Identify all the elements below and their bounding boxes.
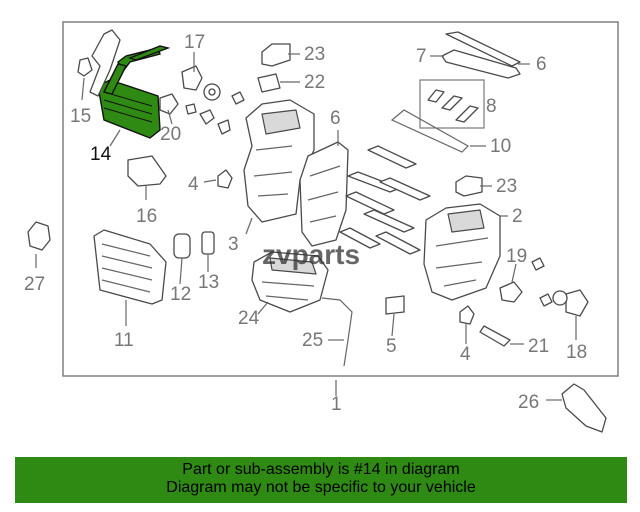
lower-case-part xyxy=(251,251,329,313)
connector-part xyxy=(257,73,281,93)
callout-21: 21 xyxy=(528,336,549,357)
heater-core-part[interactable] xyxy=(97,45,171,139)
callout-11: 11 xyxy=(114,330,134,351)
callout-7: 6 xyxy=(536,54,547,75)
clip-part xyxy=(27,221,51,251)
door-strips xyxy=(339,145,431,255)
callout-4-b: 4 xyxy=(460,344,471,365)
filter-parts xyxy=(427,89,479,123)
callout-8: 7 xyxy=(416,46,427,67)
callout-15: 15 xyxy=(70,106,91,127)
callout-5: 5 xyxy=(386,336,397,357)
callout-23-b: 23 xyxy=(496,176,517,197)
rod-part xyxy=(390,109,469,153)
rail-part xyxy=(441,49,521,79)
filter-box xyxy=(419,79,485,129)
watermark-text: zvparts xyxy=(262,239,360,270)
banner-line-1: Part or sub-assembly is #14 in diagram xyxy=(182,461,460,478)
info-banner: Part or sub-assembly is #14 in diagram D… xyxy=(15,457,627,503)
left-housing-part xyxy=(243,99,315,223)
right-housing-part xyxy=(423,203,501,301)
gasket-part xyxy=(459,305,475,325)
callout-22: 22 xyxy=(304,72,325,93)
watermark: zvparts xyxy=(262,239,360,270)
seal-part xyxy=(173,233,191,259)
leader-lines xyxy=(35,52,577,401)
callout-9: 8 xyxy=(486,96,497,117)
bracket-part xyxy=(455,175,483,197)
actuator-parts xyxy=(159,65,245,135)
center-case-part xyxy=(299,141,349,247)
callout-25: 25 xyxy=(302,330,323,351)
callout-18: 17 xyxy=(184,32,205,53)
callout-4: 4 xyxy=(188,174,199,195)
callout-13: 13 xyxy=(198,272,219,293)
callout-2: 2 xyxy=(512,206,523,227)
callout-16: 16 xyxy=(136,206,157,227)
callout-26: 26 xyxy=(518,392,539,413)
bracket-part xyxy=(77,29,121,97)
banner-line-2: Diagram may not be specific to your vehi… xyxy=(166,479,476,496)
filter-part xyxy=(385,295,405,315)
actuator-parts xyxy=(479,257,589,347)
gasket-part xyxy=(217,169,233,189)
callout-12: 12 xyxy=(170,284,191,305)
bracket-part xyxy=(261,43,291,67)
rail-part xyxy=(445,31,521,67)
callout-14[interactable]: 14 xyxy=(90,144,112,165)
callout-19: 19 xyxy=(506,246,527,267)
callout-17: 18 xyxy=(566,342,587,363)
hose-part xyxy=(321,297,353,367)
callout-3: 3 xyxy=(228,234,239,255)
callout-6: 6 xyxy=(330,108,341,129)
diagram-frame xyxy=(62,21,619,377)
evaporator-part xyxy=(93,229,167,305)
seal-part xyxy=(201,231,215,255)
callout-23: 23 xyxy=(304,44,325,65)
callout-labels: 17 23 22 7 6 8 15 20 6 10 4 23 16 2 3 19… xyxy=(24,32,587,415)
callout-1: 1 xyxy=(331,394,342,415)
duct-part xyxy=(561,383,607,433)
filter-plate-part xyxy=(127,155,167,187)
callout-10: 10 xyxy=(490,136,511,157)
callout-27: 27 xyxy=(24,274,45,295)
callout-20: 20 xyxy=(160,124,181,145)
callout-24: 24 xyxy=(238,308,260,329)
